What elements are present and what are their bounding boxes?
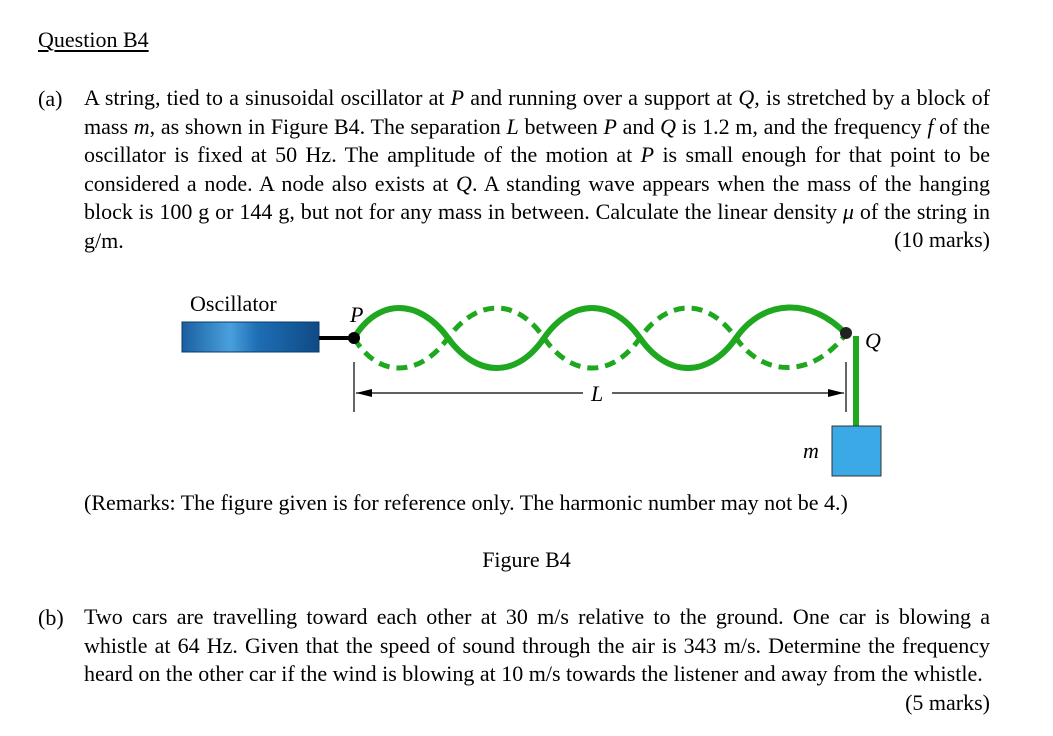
text-run: , as shown in Figure B4. The separation (149, 113, 507, 139)
math-variable: μ (842, 199, 854, 225)
text-run: between (518, 113, 604, 139)
math-variable: P (640, 142, 655, 168)
pulley-q (840, 327, 852, 339)
text-run: of the oscillator is fixed at 50 Hz. The… (84, 113, 991, 168)
text-run: A string, tied to a sinusoidal oscillato… (84, 85, 451, 110)
text-run: of the string in g/m. (84, 199, 990, 253)
text-run: , is stretched by a block of mass (84, 85, 990, 139)
mass-block (831, 425, 882, 477)
math-variable: P (603, 113, 617, 139)
math-variable: Q (738, 85, 755, 110)
math-variable: m (133, 113, 150, 139)
figure-b4: Oscillator P Q m L (181, 291, 882, 477)
question-title: Question B4 (38, 27, 149, 52)
math-variable: P (450, 85, 465, 110)
text-run: and (616, 113, 661, 139)
oscillator-box (181, 321, 320, 353)
l-arrow-right (828, 389, 844, 397)
part-b-label: (b) (38, 605, 64, 630)
point-q-label: Q (865, 328, 881, 353)
part-a-text: A string, tied to a sinusoidal oscillato… (84, 84, 990, 256)
text-run: is small enough for that point to be con… (84, 142, 990, 196)
oscillator-label: Oscillator (190, 291, 277, 316)
part-a-label: (a) (38, 86, 63, 111)
math-variable: Q (660, 113, 676, 139)
figure-caption: Figure B4 (482, 547, 571, 572)
part-b-text: Two cars are travelling toward each othe… (84, 604, 990, 687)
point-p-label: P (349, 302, 363, 327)
text-run: . A standing wave appears when the mass … (84, 170, 990, 225)
part-b-marks: (5 marks) (905, 690, 990, 715)
math-variable: Q (456, 170, 472, 196)
figure-remarks: (Remarks: The figure given is for refere… (84, 490, 848, 515)
wave-solid (351, 304, 849, 371)
length-label: L (590, 381, 603, 406)
text-run: is 1.2 m, and the frequency (675, 113, 928, 139)
math-variable: f (927, 113, 934, 139)
l-arrow-left (356, 389, 372, 397)
wave-dashed (351, 305, 848, 371)
text-run: and running over a support at (464, 85, 739, 110)
mass-label: m (803, 438, 819, 463)
part-a-marks: (10 marks) (894, 227, 990, 252)
point-p-dot (348, 332, 360, 344)
math-variable: L (506, 113, 519, 139)
